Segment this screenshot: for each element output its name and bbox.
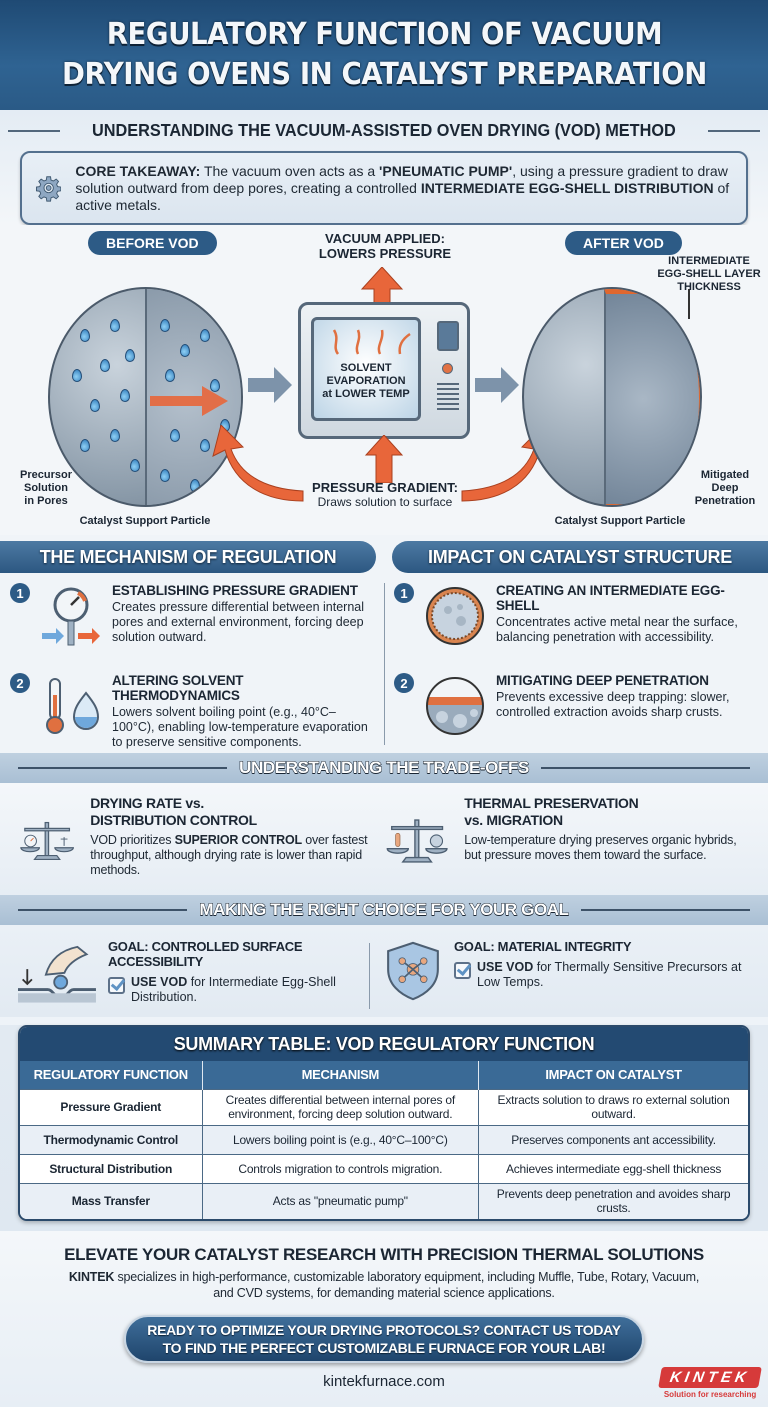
curved-arrow-left-icon [212, 425, 304, 502]
balance-scale-icon [20, 821, 74, 861]
before-vod-badge: BEFORE VOD [88, 231, 217, 255]
table-row: Thermodynamic Control Lowers boiling poi… [20, 1124, 748, 1154]
table-row: Pressure Gradient Creates differential b… [20, 1088, 748, 1125]
vacuum-applied-label: VACUUM APPLIED:LOWERS PRESSURE [318, 231, 452, 261]
table-row: Structural Distribution Controls migrati… [20, 1153, 748, 1183]
summary-table-title: SUMMARY TABLE: VOD REGULATORY FUNCTION [20, 1027, 748, 1061]
catalyst-support-label-right: Catalyst Support Particle [554, 515, 686, 527]
column-header: IMPACT ON CATALYST [478, 1061, 748, 1089]
vapor-arrows-icon [332, 329, 411, 355]
goals-title-band: MAKING THE RIGHT CHOICE FOR YOUR GOAL [0, 895, 768, 925]
core-takeaway-box: CORE TAKEAWAY: The vacuum oven acts as a… [20, 151, 748, 225]
page-header: REGULATORY FUNCTION OF VACUUM DRYING OVE… [0, 0, 768, 110]
vacuum-up-arrow-icon [360, 267, 404, 311]
column-divider [384, 583, 385, 745]
oven-window: SOLVENT EVAPORATION at LOWER TEMP [311, 317, 421, 421]
oven-vent-icon [437, 383, 459, 411]
egg-shell-particle-icon [422, 583, 488, 649]
summary-table: SUMMARY TABLE: VOD REGULATORY FUNCTION R… [18, 1025, 750, 1221]
before-catalyst-particle [48, 287, 243, 507]
mechanism-title: THE MECHANISM OF REGULATION [0, 541, 376, 573]
goals-section: GOAL: CONTROLLED SURFACE ACCESSIBILITY U… [0, 925, 768, 1017]
impact-column: IMPACT ON CATALYST STRUCTURE 1 CREATING … [384, 535, 768, 753]
catalyst-support-label-left: Catalyst Support Particle [79, 515, 211, 527]
goal-item: GOAL: CONTROLLED SURFACE ACCESSIBILITY U… [18, 935, 384, 1017]
goal-item: GOAL: MATERIAL INTEGRITY USE VOD for The… [384, 935, 750, 1017]
cross-section-layer-icon [422, 673, 488, 739]
kintek-logo: KINTEK Solution for researching [658, 1367, 762, 1399]
step-number: 2 [10, 673, 30, 693]
mechanism-item: 2 ALTERING SOLVENT THERMODYNAMICS Lowers… [0, 663, 384, 753]
gear-icon [36, 176, 62, 202]
goals-title: MAKING THE RIGHT CHOICE FOR YOUR GOAL [199, 900, 570, 920]
column-divider [369, 943, 370, 1009]
tradeoff-heading: DRYING RATE vs.DISTRIBUTION CONTROL [90, 795, 257, 828]
table-row: Mass Transfer Acts as "pneumatic pump" P… [20, 1182, 748, 1219]
contact-cta-button[interactable]: READY TO OPTIMIZE YOUR DRYING PROTOCOLS?… [124, 1315, 644, 1363]
curved-arrow-right-icon [461, 425, 553, 502]
footer: ELEVATE YOUR CATALYST RESEARCH WITH PREC… [0, 1231, 768, 1407]
right-arrow-icon [248, 367, 292, 403]
tradeoffs-title-band: UNDERSTANDING THE TRADE-OFFS [0, 753, 768, 783]
checkbox-checked-icon [107, 977, 125, 994]
oven-window-label: SOLVENT EVAPORATION at LOWER TEMP [322, 361, 410, 400]
mechanism-item: 1 ESTABLISHING PRESSURE GRADIENT Creates… [0, 573, 384, 663]
after-catalyst-particle [522, 287, 702, 507]
footer-description: KINTEK specializes in high-performance, … [68, 1270, 700, 1300]
intro-section-title: UNDERSTANDING THE VACUUM-ASSISTED OVEN D… [0, 120, 768, 141]
pressure-gradient-label: PRESSURE GRADIENT: Draws solution to sur… [312, 480, 458, 510]
shield-molecule-icon [387, 941, 439, 1001]
tradeoff-text: Low-temperature drying preserves organic… [464, 833, 737, 862]
intro-section: UNDERSTANDING THE VACUUM-ASSISTED OVEN D… [0, 110, 768, 225]
step-number: 2 [394, 673, 414, 693]
pressure-up-arrow-icon [364, 435, 404, 483]
page-title: REGULATORY FUNCTION OF VACUUM DRYING OVE… [61, 17, 707, 92]
hand-surface-icon [18, 945, 96, 1003]
impact-item: 1 CREATING AN INTERMEDIATE EGG-SHELL Con… [384, 573, 768, 663]
step-number: 1 [394, 583, 414, 603]
tradeoff-item: DRYING RATE vs.DISTRIBUTION CONTROL VOD … [18, 795, 384, 895]
tradeoffs-title: UNDERSTANDING THE TRADE-OFFS [239, 758, 530, 778]
core-takeaway-text: CORE TAKEAWAY: The vacuum oven acts as a… [75, 162, 730, 213]
mechanism-impact-section: THE MECHANISM OF REGULATION 1 ESTABLISHI… [0, 535, 768, 753]
column-header: MECHANISM [202, 1061, 480, 1089]
pressure-gauge-icon [38, 583, 104, 649]
after-vod-badge: AFTER VOD [565, 231, 682, 255]
thermometer-droplet-icon [38, 673, 104, 739]
table-header-row: REGULATORY FUNCTION MECHANISM IMPACT ON … [20, 1061, 748, 1089]
checkbox-checked-icon [453, 962, 471, 979]
impact-item: 2 MITIGATING DEEP PENETRATION Prevents e… [384, 663, 768, 753]
divider [8, 129, 61, 132]
oven-knob-icon [442, 363, 453, 374]
footer-heading: ELEVATE YOUR CATALYST RESEARCH WITH PREC… [64, 1245, 704, 1264]
vacuum-oven-illustration: SOLVENT EVAPORATION at LOWER TEMP [298, 302, 470, 439]
column-header: REGULATORY FUNCTION [20, 1061, 203, 1089]
right-arrow-icon [475, 367, 519, 403]
step-number: 1 [10, 583, 30, 603]
tradeoffs-section: DRYING RATE vs.DISTRIBUTION CONTROL VOD … [0, 783, 768, 895]
impact-title: IMPACT ON CATALYST STRUCTURE [392, 541, 768, 573]
balance-scale-thermometer-icon [386, 819, 448, 863]
vod-process-diagram: BEFORE VOD AFTER VOD VACUUM APPLIED:LOWE… [0, 225, 768, 535]
oven-display-icon [437, 321, 459, 351]
tradeoff-text: VOD prioritizes SUPERIOR CONTROL over fa… [90, 833, 368, 877]
mechanism-column: THE MECHANISM OF REGULATION 1 ESTABLISHI… [0, 535, 384, 753]
divider [707, 129, 760, 132]
